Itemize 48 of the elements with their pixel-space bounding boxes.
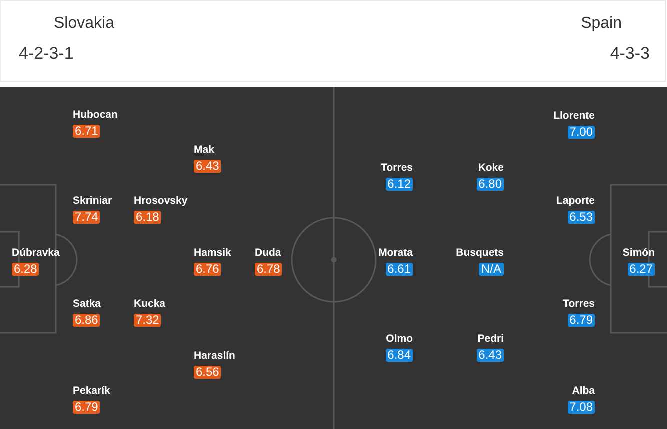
player-name: Laporte	[556, 195, 595, 208]
rating-badge: 6.86	[73, 314, 100, 327]
rating-badge: 6.79	[568, 314, 595, 327]
player-name: Busquets	[456, 247, 504, 260]
player-name: Simón	[622, 247, 655, 260]
player-name: Pedri	[478, 333, 504, 346]
rating-badge: N/A	[479, 263, 504, 276]
player-name: Hamsik	[194, 247, 232, 260]
player-name: Pekarík	[73, 385, 110, 398]
rating-badge: 6.80	[476, 178, 504, 191]
rating-badge: 6.61	[386, 263, 413, 276]
player-name: Morata	[378, 247, 413, 260]
rating-badge: 6.78	[255, 263, 282, 276]
player-name: Hubocan	[73, 109, 118, 122]
rating-badge: 6.79	[73, 401, 100, 414]
rating-badge: 6.12	[386, 178, 413, 191]
player-name: Torres	[381, 162, 413, 175]
team-name: Spain	[581, 14, 622, 34]
rating-badge: 6.18	[134, 211, 162, 224]
rating-badge: 6.28	[12, 263, 40, 276]
player-name: Kucka	[134, 298, 166, 311]
rating-badge: 6.71	[73, 125, 100, 138]
player-name: Koke	[478, 162, 504, 175]
player-name: Llorente	[554, 110, 595, 123]
rating-badge: 7.08	[568, 401, 595, 414]
team-name: Slovakia	[54, 14, 114, 34]
rating-badge: 7.00	[568, 126, 595, 139]
player-name: Haraslín	[194, 350, 236, 363]
formation-text: 4-3-3	[610, 44, 650, 64]
player-name: Olmo	[386, 333, 413, 346]
rating-badge: 6.43	[194, 160, 222, 173]
player-name: Duda	[255, 247, 282, 260]
player-name: Dúbravka	[12, 247, 60, 260]
rating-badge: 6.43	[476, 349, 504, 362]
player-name: Mak	[194, 144, 214, 157]
player-name: Skriniar	[73, 195, 112, 208]
formation-text: 4-2-3-1	[19, 44, 74, 64]
rating-badge: 7.32	[134, 314, 162, 327]
rating-badge: 6.56	[194, 366, 222, 379]
player-name: Alba	[572, 385, 595, 398]
rating-badge: 6.27	[628, 263, 655, 276]
player-name: Satka	[73, 298, 102, 311]
rating-badge: 7.74	[73, 211, 100, 224]
rating-badge: 6.53	[568, 211, 595, 224]
player-name: Torres	[563, 298, 595, 311]
rating-badge: 6.84	[386, 349, 413, 362]
player-name: Hrosovsky	[134, 195, 188, 208]
rating-badge: 6.76	[194, 263, 222, 276]
